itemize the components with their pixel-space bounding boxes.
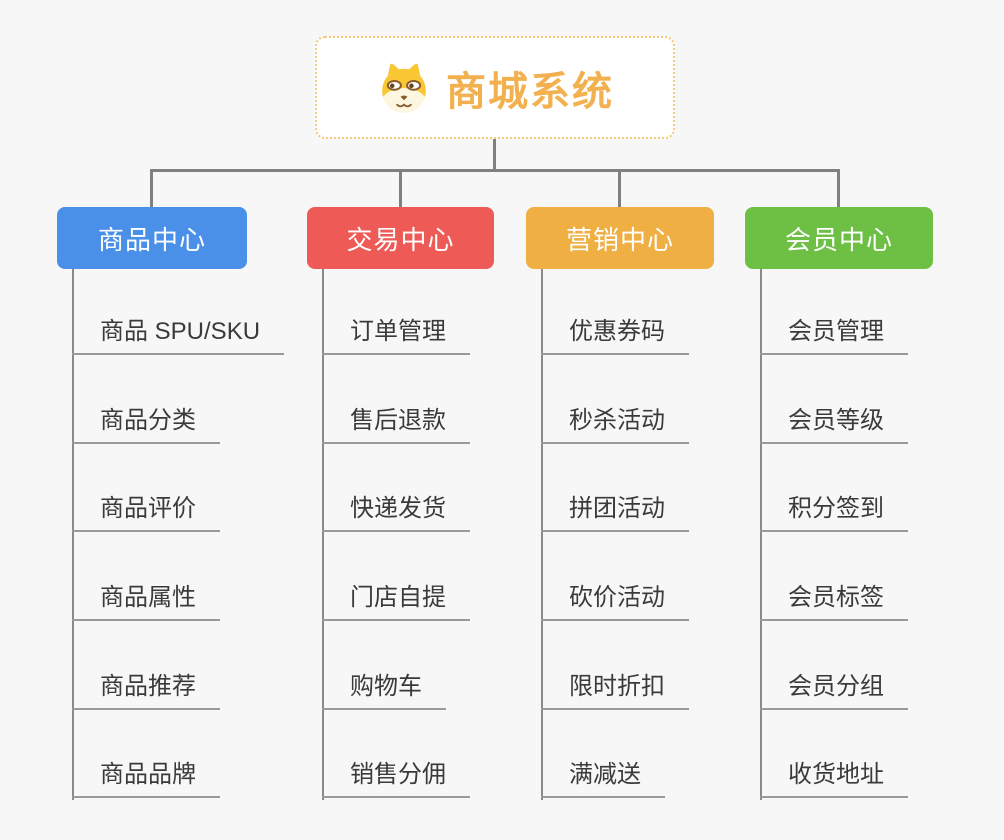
leaf-node[interactable]: 订单管理: [322, 316, 470, 355]
leaf-node[interactable]: 销售分佣: [322, 759, 470, 798]
branch-spine-trade-center: [322, 269, 324, 800]
leaf-node[interactable]: 砍价活动: [541, 582, 689, 621]
connector-drop-marketing: [618, 169, 621, 207]
branch-items-marketing-center: 优惠券码 秒杀活动 拼团活动 砍价活动 限时折扣 满减送: [541, 269, 689, 800]
root-node[interactable]: 商城系统: [315, 36, 675, 139]
branch-label: 交易中心: [346, 224, 455, 255]
leaf-node[interactable]: 会员分组: [760, 671, 908, 710]
branch-items-trade-center: 订单管理 售后退款 快递发货 门店自提 购物车 销售分佣: [322, 269, 470, 800]
leaf-node[interactable]: 商品属性: [72, 582, 220, 621]
connector-horizontal-bus: [151, 169, 839, 172]
leaf-node[interactable]: 商品品牌: [72, 759, 220, 798]
connector-drop-trade: [399, 169, 402, 207]
leaf-node[interactable]: 门店自提: [322, 582, 470, 621]
branch-header-member-center[interactable]: 会员中心: [745, 207, 933, 269]
leaf-node[interactable]: 会员管理: [760, 316, 908, 355]
branch-label: 营销中心: [565, 224, 674, 255]
leaf-node[interactable]: 秒杀活动: [541, 405, 689, 444]
branch-header-trade-center[interactable]: 交易中心: [307, 207, 494, 269]
connector-drop-product: [150, 169, 153, 207]
branch-label: 商品中心: [97, 224, 206, 255]
leaf-node[interactable]: 商品分类: [72, 405, 220, 444]
connector-drop-member: [837, 169, 840, 207]
leaf-node[interactable]: 收货地址: [760, 759, 908, 798]
leaf-node[interactable]: 会员标签: [760, 582, 908, 621]
branch-items-product-center: 商品 SPU/SKU 商品分类 商品评价 商品属性 商品推荐 商品品牌: [72, 269, 285, 800]
dog-icon: [376, 61, 432, 115]
leaf-node[interactable]: 限时折扣: [541, 671, 689, 710]
branch-spine-product-center: [72, 269, 74, 800]
root-title: 商城系统: [446, 69, 614, 114]
leaf-node[interactable]: 商品 SPU/SKU: [72, 316, 285, 355]
leaf-node[interactable]: 商品评价: [72, 493, 220, 532]
leaf-node[interactable]: 购物车: [322, 671, 446, 710]
connector-root-stem: [493, 139, 496, 172]
leaf-node[interactable]: 会员等级: [760, 405, 908, 444]
branch-spine-member-center: [760, 269, 762, 800]
leaf-node[interactable]: 积分签到: [760, 493, 908, 532]
leaf-node[interactable]: 商品推荐: [72, 671, 220, 710]
branch-items-member-center: 会员管理 会员等级 积分签到 会员标签 会员分组 收货地址: [760, 269, 908, 800]
leaf-node[interactable]: 售后退款: [322, 405, 470, 444]
branch-header-marketing-center[interactable]: 营销中心: [526, 207, 714, 269]
branch-label: 会员中心: [784, 224, 893, 255]
leaf-node[interactable]: 满减送: [541, 759, 665, 798]
leaf-node[interactable]: 优惠券码: [541, 316, 689, 355]
branch-header-product-center[interactable]: 商品中心: [57, 207, 247, 269]
leaf-node[interactable]: 快递发货: [322, 493, 470, 532]
branch-spine-marketing-center: [541, 269, 543, 800]
leaf-node[interactable]: 拼团活动: [541, 493, 689, 532]
